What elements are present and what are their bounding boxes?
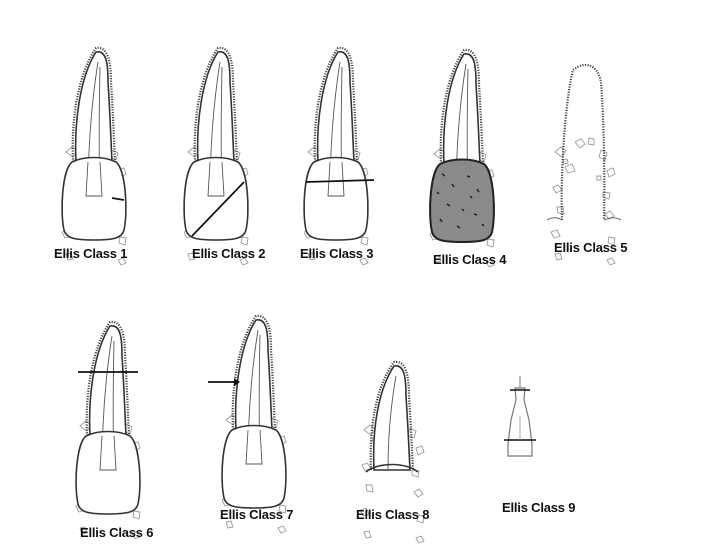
label-class-6: Ellis Class 6 bbox=[80, 525, 154, 540]
label-class-5: Ellis Class 5 bbox=[554, 240, 628, 255]
label-class-8: Ellis Class 8 bbox=[356, 507, 430, 522]
label-class-2: Ellis Class 2 bbox=[192, 246, 266, 261]
label-class-1: Ellis Class 1 bbox=[54, 246, 128, 261]
label-class-4: Ellis Class 4 bbox=[433, 252, 507, 267]
tooth-class-2 bbox=[182, 46, 250, 266]
label-class-3: Ellis Class 3 bbox=[300, 246, 374, 261]
tooth-class-6 bbox=[74, 320, 142, 540]
tooth-class-8 bbox=[359, 360, 425, 544]
tooth-class-9 bbox=[504, 376, 536, 457]
label-class-9: Ellis Class 9 bbox=[502, 500, 576, 515]
socket-class-5 bbox=[546, 63, 622, 266]
fracture-line-pulp bbox=[305, 179, 375, 183]
fracture-line-dentin bbox=[191, 181, 245, 237]
tooth-class-3 bbox=[302, 46, 375, 266]
fracture-line-enamel bbox=[111, 197, 125, 201]
tooth-class-7 bbox=[208, 314, 288, 534]
tooth-class-1 bbox=[60, 46, 128, 266]
label-class-7: Ellis Class 7 bbox=[220, 507, 294, 522]
arrow-head bbox=[234, 378, 240, 386]
tooth-class-4 bbox=[428, 48, 496, 268]
